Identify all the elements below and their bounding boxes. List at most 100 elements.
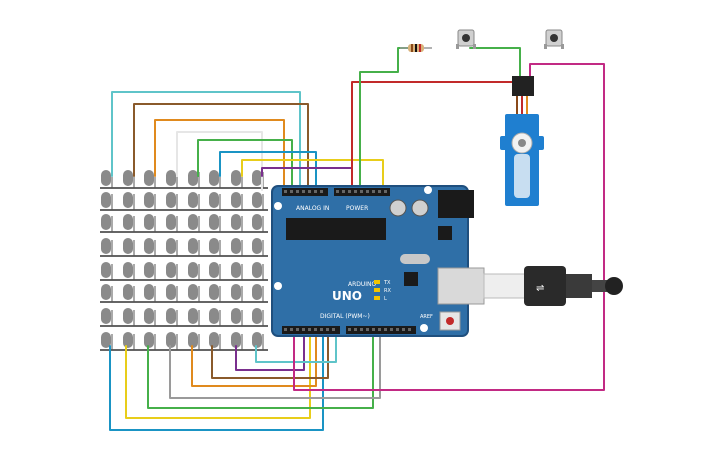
matrix-led[interactable] — [166, 332, 176, 348]
wire-brown-bottom[interactable] — [211, 329, 329, 379]
header-pin[interactable] — [320, 328, 323, 331]
matrix-led[interactable] — [101, 214, 111, 230]
wire-cyan-top[interactable] — [111, 91, 301, 191]
matrix-led[interactable] — [188, 262, 198, 278]
header-pin[interactable] — [296, 328, 299, 331]
matrix-led[interactable] — [123, 308, 133, 324]
header-pin[interactable] — [342, 190, 345, 193]
wire-green-button-right[interactable] — [469, 47, 521, 79]
header-pin[interactable] — [372, 328, 375, 331]
wire-brown-top[interactable] — [133, 103, 309, 191]
matrix-led[interactable] — [209, 262, 219, 278]
matrix-led[interactable] — [231, 262, 241, 278]
matrix-led[interactable] — [101, 238, 111, 254]
matrix-led[interactable] — [144, 308, 154, 324]
matrix-led[interactable] — [231, 192, 241, 208]
matrix-led[interactable] — [209, 214, 219, 230]
matrix-led[interactable] — [188, 332, 198, 348]
matrix-led[interactable] — [166, 192, 176, 208]
header-pin[interactable] — [326, 328, 329, 331]
header-pin[interactable] — [402, 328, 405, 331]
matrix-led[interactable] — [231, 284, 241, 300]
header-pin[interactable] — [308, 190, 311, 193]
wire-cyan-bottom[interactable] — [255, 329, 337, 363]
wire-yellow-top[interactable] — [241, 159, 384, 191]
matrix-led[interactable] — [252, 192, 262, 208]
matrix-led[interactable] — [252, 238, 262, 254]
header-pin[interactable] — [396, 328, 399, 331]
header-pin[interactable] — [302, 190, 305, 193]
wire-purple-bottom[interactable] — [235, 329, 305, 371]
matrix-led[interactable] — [166, 238, 176, 254]
matrix-led[interactable] — [166, 214, 176, 230]
matrix-led[interactable] — [123, 214, 133, 230]
matrix-led[interactable] — [252, 332, 262, 348]
matrix-led[interactable] — [231, 308, 241, 324]
header-pin[interactable] — [360, 190, 363, 193]
matrix-led[interactable] — [101, 308, 111, 324]
matrix-led[interactable] — [252, 262, 262, 278]
wire-green-top[interactable] — [197, 139, 293, 191]
header-pin[interactable] — [360, 328, 363, 331]
matrix-led[interactable] — [144, 170, 154, 186]
header-pin[interactable] — [314, 190, 317, 193]
resistor[interactable] — [400, 44, 432, 52]
header-pin[interactable] — [284, 190, 287, 193]
matrix-led[interactable] — [123, 262, 133, 278]
header-pin[interactable] — [348, 328, 351, 331]
led-matrix[interactable] — [100, 170, 268, 351]
matrix-led[interactable] — [231, 238, 241, 254]
matrix-led[interactable] — [144, 214, 154, 230]
header-pin[interactable] — [320, 190, 323, 193]
matrix-led[interactable] — [166, 284, 176, 300]
matrix-led[interactable] — [166, 308, 176, 324]
wire-green-bottom[interactable] — [147, 329, 374, 409]
matrix-led[interactable] — [166, 262, 176, 278]
header-pin[interactable] — [384, 190, 387, 193]
matrix-led[interactable] — [123, 192, 133, 208]
matrix-led[interactable] — [231, 170, 241, 186]
header-pin[interactable] — [378, 190, 381, 193]
matrix-led[interactable] — [188, 308, 198, 324]
wire-orange-top[interactable] — [154, 119, 285, 191]
matrix-led[interactable] — [101, 192, 111, 208]
servo-motor[interactable] — [500, 76, 544, 206]
header-pin[interactable] — [336, 190, 339, 193]
matrix-led[interactable] — [188, 192, 198, 208]
matrix-led[interactable] — [101, 262, 111, 278]
header-pin[interactable] — [296, 190, 299, 193]
header-pin[interactable] — [332, 328, 335, 331]
matrix-led[interactable] — [123, 170, 133, 186]
wire-blue-bottom[interactable] — [109, 329, 324, 431]
matrix-led[interactable] — [252, 170, 262, 186]
matrix-led[interactable] — [101, 170, 111, 186]
matrix-led[interactable] — [188, 284, 198, 300]
matrix-led[interactable] — [252, 284, 262, 300]
matrix-led[interactable] — [166, 170, 176, 186]
push-button-2[interactable] — [544, 29, 564, 49]
matrix-led[interactable] — [101, 332, 111, 348]
header-pin[interactable] — [302, 328, 305, 331]
header-pin[interactable] — [372, 190, 375, 193]
matrix-led[interactable] — [144, 332, 154, 348]
wire-grey-bottom[interactable] — [169, 329, 381, 399]
header-pin[interactable] — [390, 328, 393, 331]
wire-orange-bottom[interactable] — [191, 329, 317, 387]
matrix-led[interactable] — [252, 214, 262, 230]
wire-blue-top[interactable] — [219, 151, 317, 191]
matrix-led[interactable] — [144, 284, 154, 300]
usb-cable[interactable]: ⇌ — [437, 266, 623, 306]
matrix-led[interactable] — [209, 192, 219, 208]
matrix-led[interactable] — [209, 308, 219, 324]
matrix-led[interactable] — [144, 192, 154, 208]
wire-magenta-servo[interactable] — [293, 63, 605, 391]
matrix-led[interactable] — [209, 284, 219, 300]
matrix-led[interactable] — [188, 214, 198, 230]
matrix-led[interactable] — [231, 332, 241, 348]
header-pin[interactable] — [308, 328, 311, 331]
header-pin[interactable] — [366, 328, 369, 331]
header-pin[interactable] — [354, 328, 357, 331]
header-pin[interactable] — [314, 328, 317, 331]
wire-yellow-bottom[interactable] — [125, 329, 311, 419]
matrix-led[interactable] — [209, 238, 219, 254]
